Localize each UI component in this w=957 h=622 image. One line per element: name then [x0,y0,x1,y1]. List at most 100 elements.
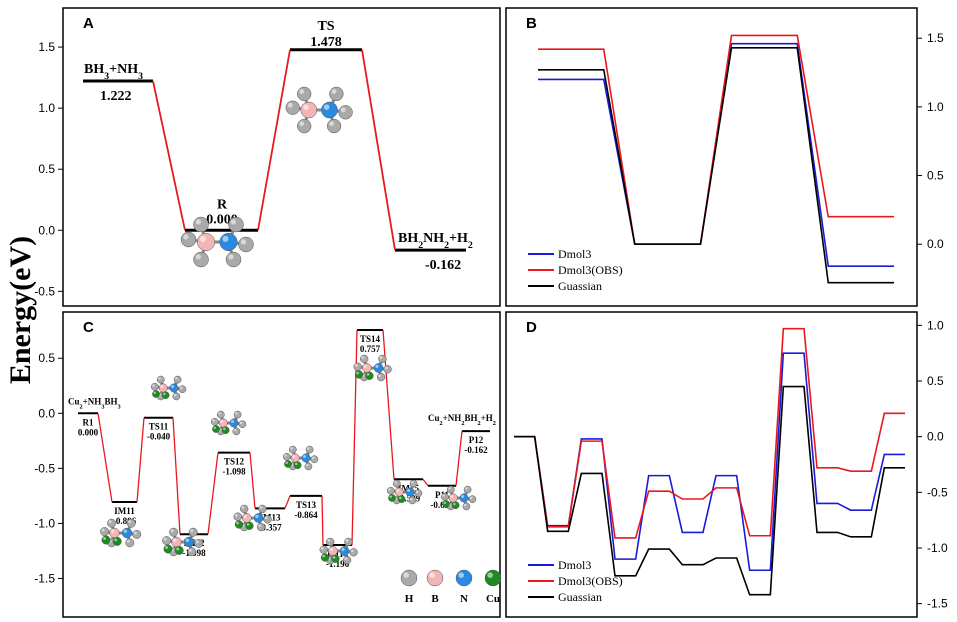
atom-highlight [448,487,451,490]
y-tick-label: 0.5 [38,351,55,365]
atom-highlight [327,539,331,542]
atom-cu [442,500,450,508]
panel-frame [62,7,501,307]
atom-highlight [172,538,177,542]
atom-h [178,385,187,394]
atom-cu [221,426,230,435]
atom-highlight [175,377,178,380]
atom-b [290,453,300,463]
atom-b [448,493,458,503]
atom-h [297,118,312,134]
atom-h [162,536,172,546]
atom-legend-label: N [460,593,468,605]
level-value: 0.000 [78,427,99,437]
connector [284,495,291,509]
atom-cu [284,460,292,468]
atom-highlight [458,572,465,578]
atom-highlight [220,420,224,423]
molecule [386,479,423,505]
atom-b [426,569,444,587]
atom-n [321,101,338,119]
atom-n [253,513,264,523]
atom-b [394,487,404,497]
atom-highlight [233,428,237,432]
y-tick-label: 1.0 [38,101,55,115]
level-value: -1.196 [326,559,350,569]
atom-highlight [213,426,217,429]
atom-legend-label: B [431,593,439,605]
atom-n [405,487,415,497]
molecule [100,518,142,548]
atom-highlight [114,538,118,542]
y-tick-label: -1.5 [927,597,948,611]
atom-highlight [170,529,174,533]
atom-highlight [246,523,250,526]
atom-highlight [287,102,293,108]
atom-h [228,216,244,233]
atom-highlight [465,487,468,490]
y-tick-label: -0.5 [34,284,55,298]
atom-highlight [320,546,324,550]
atom-highlight [103,537,106,541]
atom-highlight [378,374,382,378]
atom-h [285,100,300,115]
atom-highlight [185,538,189,542]
atom-highlight [199,235,206,242]
atom-h [256,522,266,532]
atom-h [440,492,449,501]
atom-cu [388,494,396,502]
atom-highlight [235,412,238,415]
atom-h [329,86,344,102]
atom-highlight [341,547,345,551]
atom-b [171,536,182,548]
atom-highlight [429,572,436,578]
atom-highlight [487,572,494,578]
atom-n [183,536,195,548]
level-value: 0.757 [360,344,381,354]
legend-label: Guassian [558,279,602,293]
atom-highlight [158,377,161,380]
atom-h [326,537,335,547]
series-line-dmol3 [538,42,894,267]
atom-h [225,251,242,268]
connector [172,417,181,535]
atom-h [400,569,418,587]
atom-h [408,496,417,505]
atom-cu [152,390,160,398]
y-tick-label: -0.5 [927,485,948,499]
y-tick-label: -0.5 [34,461,55,475]
atom-highlight [463,503,467,507]
y-tick-label: 0.0 [927,430,944,444]
level-value: -0.162 [464,445,488,455]
atom-highlight [160,385,164,388]
atom-h [240,504,249,514]
atom-h [338,105,353,120]
atom-h [376,372,386,382]
atom-h [210,417,219,426]
atom-highlight [407,489,410,492]
connector [97,413,113,503]
atom-h [468,495,477,504]
atom-h [232,427,241,436]
level-name: IM14 [327,549,348,559]
atom-highlight [443,501,446,504]
level-value: -0.864 [294,510,318,520]
atom-highlight [176,547,180,551]
atom-b [218,418,228,428]
atom-highlight [179,386,183,390]
atom-highlight [292,455,296,458]
atom-n [459,493,469,503]
atom-cu [293,461,302,470]
atom-h [258,504,267,514]
y-tick-label: 0.0 [38,406,55,420]
atom-cu [245,521,254,530]
atom-h [463,485,472,494]
atom-h [414,489,423,498]
molecule [285,86,353,134]
atom-h [172,392,181,401]
level-value: -0.357 [258,522,282,532]
level-name: IM11 [114,506,135,516]
atom-highlight [241,506,245,509]
connector [361,49,396,251]
